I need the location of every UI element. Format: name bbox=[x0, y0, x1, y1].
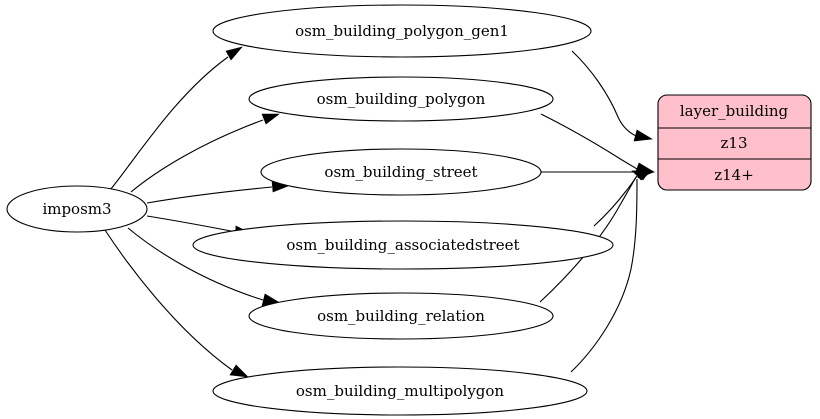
node-osm_building_associatedstreet-label: osm_building_associatedstreet bbox=[286, 236, 519, 254]
node-osm_building_polygon_gen1-shape[interactable] bbox=[212, 4, 592, 58]
node-layer_building[interactable]: layer_building z13 z14+ bbox=[657, 94, 812, 191]
edge-imposm3-to-osm_building_multipolygon bbox=[104, 229, 249, 378]
edge-imposm3-to-osm_building_polygon_gen1 bbox=[109, 46, 243, 191]
layer_building-row-header-label: layer_building bbox=[680, 102, 789, 120]
node-osm_building_polygon-shape[interactable] bbox=[248, 76, 554, 122]
layer_building-row-z13-label: z13 bbox=[721, 134, 748, 152]
node-osm_building_associatedstreet[interactable]: osm_building_associatedstreet bbox=[192, 220, 614, 270]
node-osm_building_multipolygon[interactable]: osm_building_multipolygon bbox=[212, 366, 588, 416]
edge-group-tables-to-layer bbox=[539, 50, 655, 373]
node-osm_building_relation-shape[interactable] bbox=[248, 292, 554, 340]
layer_building-box[interactable] bbox=[657, 94, 812, 191]
edge-osm_building_polygon_gen1-to-layer_building-z13 bbox=[571, 50, 653, 142]
edge-osm_building_multipolygon-to-layer_building-z14plus bbox=[570, 169, 651, 373]
node-osm_building_polygon_gen1-label: osm_building_polygon_gen1 bbox=[295, 22, 509, 40]
node-osm_building_polygon[interactable]: osm_building_polygon bbox=[248, 76, 554, 122]
edge-osm_building_polygon-to-layer_building-z14plus bbox=[540, 113, 655, 175]
layer_building-row-z14plus-label: z14+ bbox=[714, 166, 754, 184]
node-osm_building_street[interactable]: osm_building_street bbox=[260, 148, 542, 196]
node-osm_building_relation-label: osm_building_relation bbox=[317, 307, 485, 325]
node-imposm3[interactable]: imposm3 bbox=[6, 185, 148, 233]
node-imposm3-label: imposm3 bbox=[42, 200, 111, 218]
node-osm_building_multipolygon-label: osm_building_multipolygon bbox=[296, 382, 505, 400]
node-osm_building_street-label: osm_building_street bbox=[324, 163, 477, 181]
node-osm_building_street-shape[interactable] bbox=[260, 148, 542, 196]
node-osm_building_associatedstreet-shape[interactable] bbox=[192, 220, 614, 270]
edge-imposm3-to-osm_building_polygon bbox=[130, 113, 280, 193]
node-osm_building_polygon_gen1[interactable]: osm_building_polygon_gen1 bbox=[212, 4, 592, 58]
node-osm_building_multipolygon-shape[interactable] bbox=[212, 366, 588, 416]
node-osm_building_relation[interactable]: osm_building_relation bbox=[248, 292, 554, 340]
node-imposm3-shape[interactable] bbox=[6, 185, 148, 233]
node-osm_building_polygon-label: osm_building_polygon bbox=[317, 90, 486, 108]
edge-imposm3-to-osm_building_street bbox=[146, 180, 289, 204]
